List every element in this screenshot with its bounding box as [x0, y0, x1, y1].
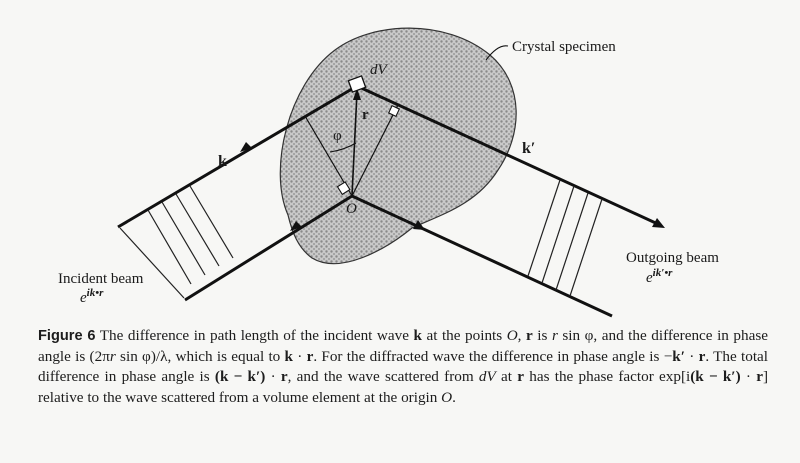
- incident-wavefront: [147, 209, 192, 285]
- incident-arrow-upper: [240, 142, 252, 152]
- outgoing-ray-upper: [356, 84, 661, 227]
- scattering-diagram: Crystal specimen dV r φ k k′ O Incident …: [58, 27, 719, 318]
- crystal-leader-line: [485, 45, 509, 61]
- k-label: k: [218, 153, 227, 170]
- incident-arrow-lower: [290, 221, 302, 231]
- r-label: r: [362, 107, 369, 123]
- incident-ray-upper: [117, 84, 358, 229]
- incident-wavefront: [119, 227, 185, 299]
- figure-label: Figure 6: [38, 328, 96, 344]
- incident-phase-exponent: ik•r: [87, 287, 104, 299]
- kprime-label: k′: [522, 140, 535, 157]
- dV-label: dV: [370, 62, 389, 78]
- outgoing-wavefront: [569, 198, 603, 297]
- incident-phase-label: eik•r: [80, 287, 104, 306]
- outgoing-beam-label: Outgoing beam: [626, 250, 719, 266]
- crystal-specimen-label: Crystal specimen: [512, 39, 616, 55]
- outgoing-wavefront: [541, 185, 575, 284]
- figure-caption: Figure 6 The difference in path length o…: [38, 327, 769, 406]
- incident-wavefront: [175, 193, 220, 267]
- origin-label: O: [346, 201, 357, 217]
- r-vector-arrow: [353, 88, 361, 100]
- crystal-specimen-shape: [279, 27, 517, 265]
- incident-beam-label: Incident beam: [58, 271, 144, 287]
- phi-angle-arc: [329, 142, 357, 153]
- right-angle-mark: [387, 104, 401, 118]
- incident-wavefront: [189, 185, 234, 259]
- phi-label: φ: [333, 128, 342, 144]
- incident-ray-lower: [184, 194, 353, 302]
- outgoing-arrow-upper: [652, 218, 665, 228]
- outgoing-perpendicular: [351, 104, 399, 197]
- outgoing-phase-exponent: ik′•r: [653, 267, 674, 279]
- incident-wavefront: [161, 201, 206, 276]
- outgoing-wavefront: [527, 179, 561, 277]
- outgoing-arrow-lower: [413, 220, 425, 230]
- right-angle-mark: [336, 181, 351, 196]
- outgoing-ray-lower: [351, 194, 613, 318]
- outgoing-phase-label: eik′•r: [646, 267, 673, 286]
- dV-volume-element: [347, 75, 367, 93]
- outgoing-wavefront: [555, 192, 589, 291]
